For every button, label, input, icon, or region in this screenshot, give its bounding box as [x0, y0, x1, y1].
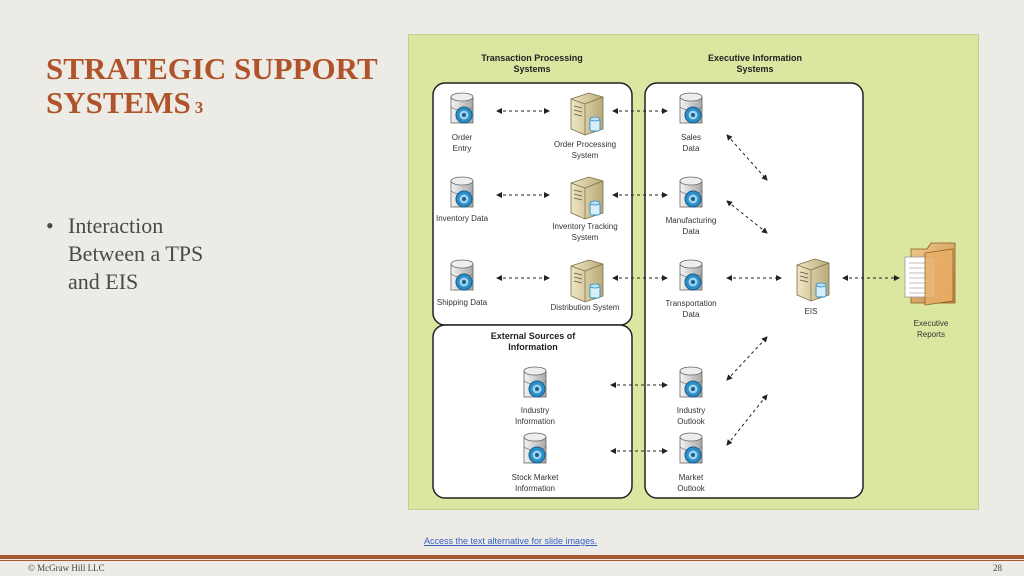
external-database-label: Stock Market: [512, 473, 559, 482]
external-database-label: Industry: [521, 406, 549, 415]
tps-server-icon: [570, 259, 604, 303]
eis-database-label: Data: [683, 144, 700, 153]
tps-server-label: Order Processing: [554, 140, 616, 149]
eis-server-label: EIS: [805, 307, 818, 316]
eis-database-icon: [679, 92, 703, 124]
external-database-label: Information: [515, 484, 555, 493]
title-number: 3: [194, 98, 204, 117]
eis-database-label: Sales: [681, 133, 701, 142]
tps-server-label: System: [572, 233, 599, 242]
eis-header: Executive Information: [708, 53, 802, 63]
eis-database-icon: [679, 366, 703, 398]
executive-reports-label: Reports: [917, 330, 945, 339]
copyright-text: © McGraw Hill LLC: [28, 563, 105, 573]
bullet-text: Interaction Between a TPS and EIS: [68, 213, 204, 294]
eis-server-icon: [796, 258, 830, 302]
eis-data-arrow: [726, 134, 768, 181]
external-database-label: Information: [515, 417, 555, 426]
eis-panel: [644, 82, 864, 499]
eis-database-label: Manufacturing: [666, 216, 717, 225]
tps-server-label: System: [572, 151, 599, 160]
external-sources-header: External Sources of: [491, 331, 577, 341]
bullet-marker: •: [46, 213, 54, 238]
eis-database-icon: [679, 259, 703, 291]
eis-database-label: Market: [679, 473, 704, 482]
title-line-1: STRATEGIC SUPPORT: [46, 51, 378, 86]
executive-reports-label: Executive: [914, 319, 949, 328]
text-alternative-link[interactable]: Access the text alternative for slide im…: [424, 536, 598, 546]
tps-database-icon: [450, 259, 474, 291]
eis-database-label: Outlook: [677, 417, 706, 426]
tps-server-icon: [570, 176, 604, 220]
eis-database-label: Outlook: [677, 484, 706, 493]
external-database-icon: [523, 366, 547, 398]
eis-data-arrow: [726, 394, 768, 446]
tps-header: Systems: [513, 64, 550, 74]
external-sources-header: Information: [508, 342, 558, 352]
tps-database-label: Inventory Data: [436, 214, 489, 223]
external-database-icon: [523, 432, 547, 464]
eis-database-icon: [679, 176, 703, 208]
eis-database-label: Data: [683, 310, 700, 319]
tps-server-icon: [570, 92, 604, 136]
tps-database-label: Order: [452, 133, 473, 142]
page-number: 28: [993, 563, 1002, 573]
tps-server-label: Distribution System: [551, 303, 620, 312]
eis-database-label: Data: [683, 227, 700, 236]
eis-database-label: Industry: [677, 406, 705, 415]
eis-header: Systems: [736, 64, 773, 74]
eis-data-arrow: [726, 200, 768, 234]
eis-database-icon: [679, 432, 703, 464]
footer-rule: [0, 555, 1024, 559]
eis-database-label: Transportation: [665, 299, 716, 308]
title-line-2-text: SYSTEMS: [46, 85, 191, 120]
tps-database-icon: [450, 176, 474, 208]
tps-database-label: Shipping Data: [437, 298, 488, 307]
executive-reports-icon: [904, 242, 956, 306]
footer-rule-thin: [0, 560, 1024, 561]
tps-server-label: Inventory Tracking: [552, 222, 617, 231]
external-sources-panel: [432, 324, 633, 499]
tps-database-label: Entry: [453, 144, 472, 153]
tps-database-icon: [450, 92, 474, 124]
tps-header: Transaction Processing: [481, 53, 583, 63]
eis-data-arrow: [726, 336, 768, 381]
bullet-item: • Interaction Between a TPS and EIS: [46, 212, 346, 296]
